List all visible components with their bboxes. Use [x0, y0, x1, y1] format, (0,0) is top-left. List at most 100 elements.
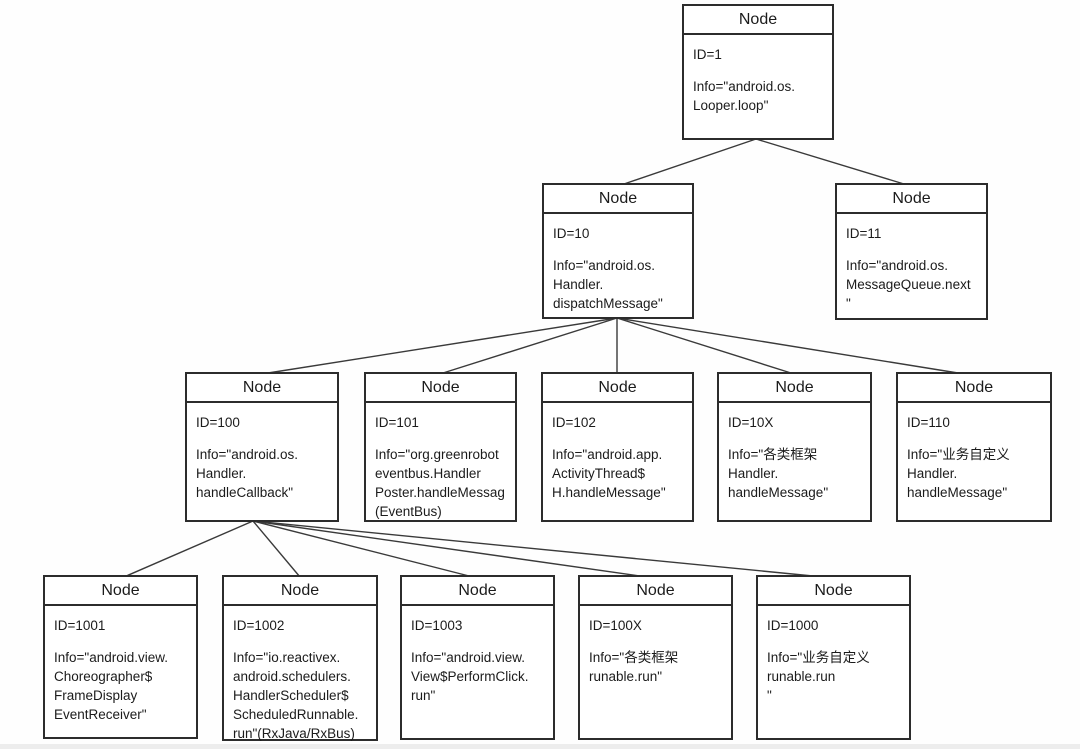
edge-10-to-101	[442, 317, 618, 374]
node-info-line: Info="android.os.	[693, 79, 795, 94]
node-title: Node	[45, 577, 196, 606]
node-id-label: ID=110	[907, 415, 950, 430]
node-body: ID=102 Info="android.app. ActivityThread$…	[543, 403, 692, 502]
edge-100-to-1003	[252, 520, 474, 578]
node-id-label: ID=1000	[767, 618, 819, 633]
node-info-line: "	[846, 296, 851, 311]
node-info-line: ScheduledRunnable.	[233, 707, 359, 722]
node-box-id-1: Node ID=1 Info="android.os. Looper.loop"	[682, 4, 834, 140]
node-info-line: eventbus.Handler	[375, 466, 481, 481]
node-id-label: ID=1	[693, 47, 722, 62]
node-body: ID=1003 Info="android.view. View$PerformC…	[402, 606, 553, 705]
node-info-line: Info="各类框架	[589, 650, 679, 665]
node-title: Node	[719, 374, 870, 403]
node-info: Info="各类框架 Handler. handleMessage"	[728, 445, 861, 502]
node-box-id-11: Node ID=11 Info="android.os. MessageQueue…	[835, 183, 988, 320]
node-info-line: Handler.	[553, 277, 604, 292]
node-id-label: ID=10X	[728, 415, 774, 430]
edge-100-to-1001	[123, 520, 254, 578]
node-info-line: run"(RxJava/RxBus)	[233, 726, 355, 741]
node-info-line: Info="各类框架	[728, 447, 818, 462]
node-title: Node	[366, 374, 515, 403]
node-box-id-101: Node ID=101 Info="org.greenrobot eventbus…	[364, 372, 517, 522]
node-info-line: runable.run	[767, 669, 836, 684]
node-info-line: View$PerformClick.	[411, 669, 529, 684]
node-id-label: ID=1002	[233, 618, 285, 633]
node-body: ID=1001 Info="android.view.Choreographer…	[45, 606, 196, 724]
node-title: Node	[544, 185, 692, 214]
node-box-id-10: Node ID=10 Info="android.os.Handler.disp…	[542, 183, 694, 319]
node-info-line: EventReceiver"	[54, 707, 147, 722]
node-title: Node	[580, 577, 731, 606]
node-info-line: Info="org.greenrobot	[375, 447, 499, 462]
node-id-label: ID=100	[196, 415, 240, 430]
node-info-line: FrameDisplay	[54, 688, 138, 703]
node-info: Info="android.os.Handler.dispatchMessage…	[553, 256, 683, 313]
node-box-id-1003: Node ID=1003 Info="android.view. View$Per…	[400, 575, 555, 740]
node-info: Info="android.view. View$PerformClick. run…	[411, 648, 544, 705]
page-bottom-edge	[0, 744, 1080, 749]
node-info-line: ActivityThread$	[552, 466, 646, 481]
edge-10-to-10x	[616, 317, 792, 374]
node-info-line: HandlerScheduler$	[233, 688, 349, 703]
node-info-line: Handler.	[728, 466, 779, 481]
node-info-line: Handler.	[907, 466, 958, 481]
node-title: Node	[402, 577, 553, 606]
node-info-line: Info="android.os.	[846, 258, 948, 273]
node-title: Node	[758, 577, 909, 606]
node-info: Info="io.reactivex.android.schedulers.Ha…	[233, 648, 367, 743]
node-info-line: run"	[411, 688, 436, 703]
edge-1-to-10	[623, 138, 757, 185]
node-box-id-1002: Node ID=1002 Info="io.reactivex.android.…	[222, 575, 378, 741]
node-info-line: Info="android.app.	[552, 447, 663, 462]
node-box-id-100: Node ID=100 Info="android.os.Handler.han…	[185, 372, 339, 522]
node-info-line: Poster.handleMessag	[375, 485, 505, 500]
node-info-line: handleMessage"	[728, 485, 829, 500]
node-body: ID=1 Info="android.os. Looper.loop"	[684, 35, 832, 115]
node-title: Node	[224, 577, 376, 606]
node-info-line: Info="android.os.	[196, 447, 298, 462]
node-info: Info="android.os. Handler. handleCallback"	[196, 445, 328, 502]
node-info-line: handleMessage"	[907, 485, 1008, 500]
node-body: ID=100 Info="android.os. Handler. handleCa…	[187, 403, 337, 502]
node-info-line: Info="业务自定义	[767, 650, 870, 665]
node-title: Node	[543, 374, 692, 403]
node-info-line: handleCallback"	[196, 485, 294, 500]
node-info: Info="android.app.ActivityThread$H.handl…	[552, 445, 683, 502]
node-id-label: ID=101	[375, 415, 419, 430]
edge-10-to-100	[267, 317, 618, 374]
node-info-line: Info="业务自定义	[907, 447, 1010, 462]
node-info: Info="android.view.Choreographer$FrameDi…	[54, 648, 187, 724]
node-title: Node	[684, 6, 832, 35]
node-box-id-1001: Node ID=1001 Info="android.view.Choreogr…	[43, 575, 198, 739]
node-body: ID=10 Info="android.os.Handler.dispatchM…	[544, 214, 692, 313]
node-box-id-10x: Node ID=10X Info="各类框架 Handler. handleMess…	[717, 372, 872, 522]
node-info-line: MessageQueue.next	[846, 277, 971, 292]
node-body: ID=11 Info="android.os. MessageQueue.next…	[837, 214, 986, 313]
node-id-label: ID=10	[553, 226, 590, 241]
node-info: Info="android.os. MessageQueue.next "	[846, 256, 977, 313]
node-id-label: ID=1003	[411, 618, 463, 633]
node-id-label: ID=11	[846, 226, 882, 241]
node-body: ID=1002 Info="io.reactivex.android.sched…	[224, 606, 376, 743]
node-info-line: (EventBus)	[375, 504, 442, 519]
node-body: ID=10X Info="各类框架 Handler. handleMessage"	[719, 403, 870, 502]
node-id-label: ID=102	[552, 415, 596, 430]
node-id-label: ID=100X	[589, 618, 642, 633]
node-body: ID=101 Info="org.greenrobot eventbus.Hand…	[366, 403, 515, 521]
node-title: Node	[837, 185, 986, 214]
node-info-line: Looper.loop"	[693, 98, 769, 113]
node-info-line: Info="android.os.	[553, 258, 655, 273]
node-info-line: Info="android.view.	[411, 650, 525, 665]
node-info-line: android.schedulers.	[233, 669, 351, 684]
node-info-line: Choreographer$	[54, 669, 153, 684]
edge-1-to-11	[755, 138, 905, 185]
node-info-line: Handler.	[196, 466, 247, 481]
